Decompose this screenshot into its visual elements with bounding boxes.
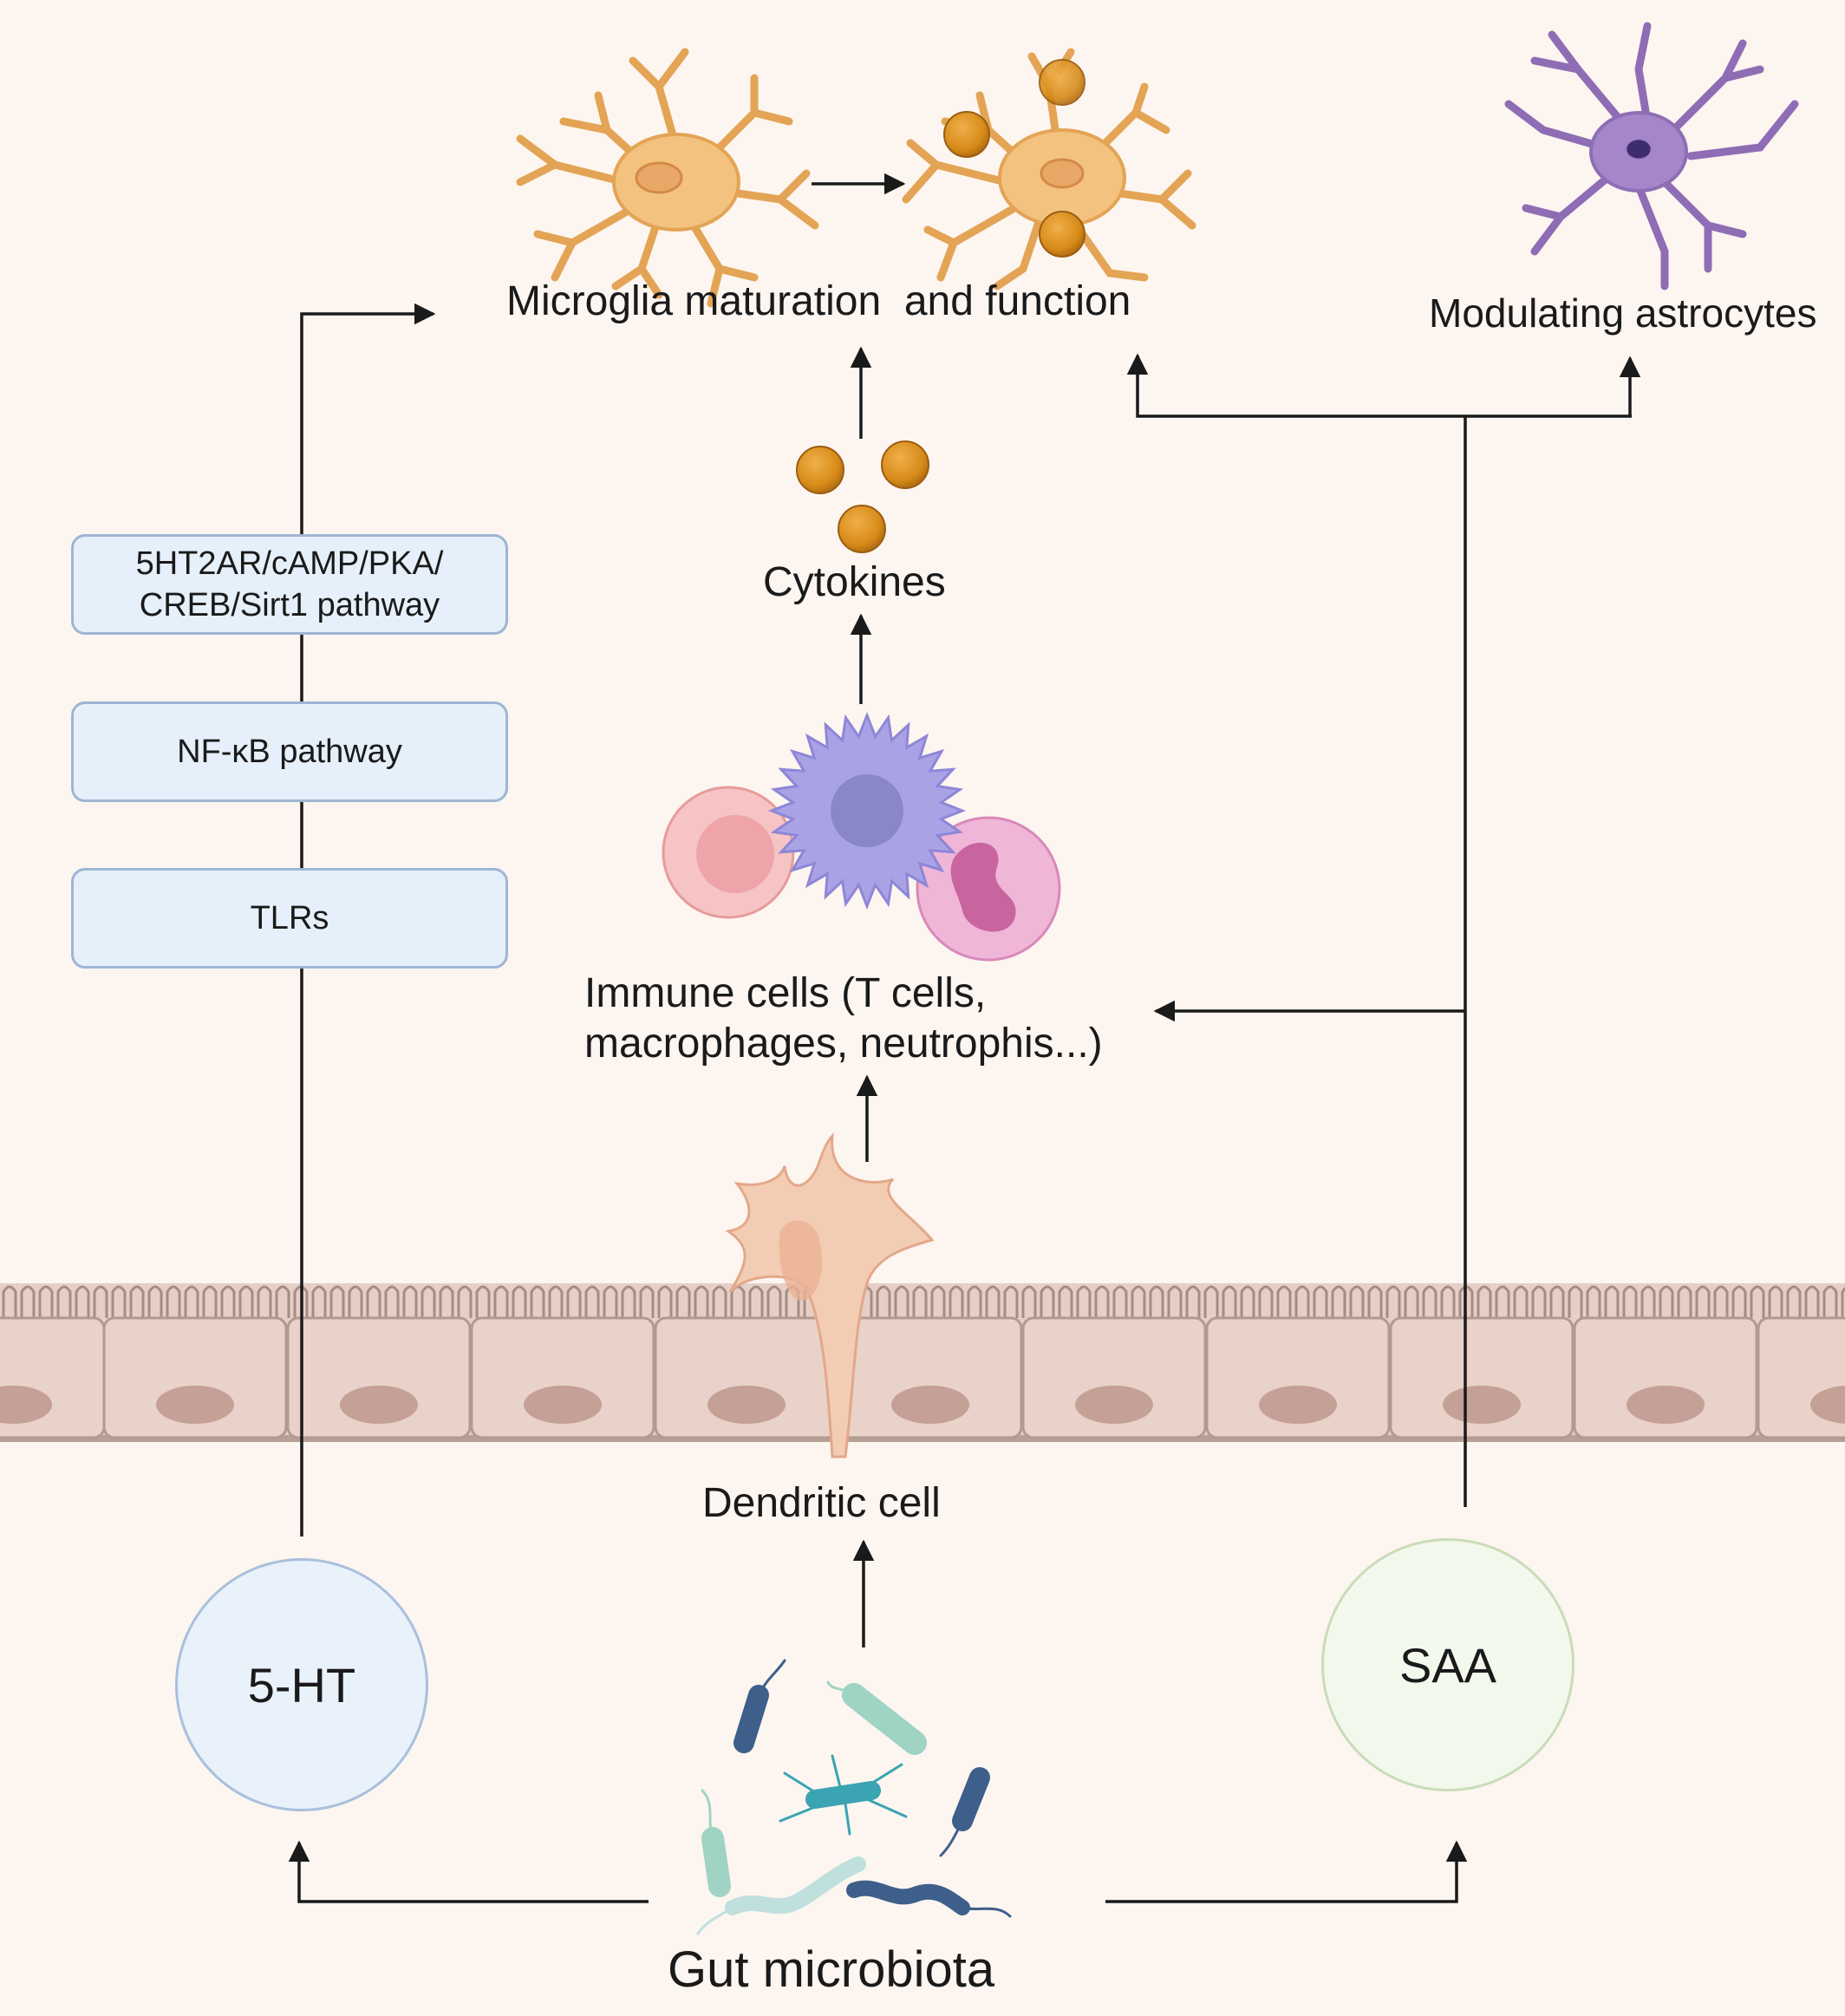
label-astrocytes: Modulating astrocytes [1429,290,1817,336]
arrow-gut-to-5ht [288,1840,649,1903]
astrocyte-illustration [1504,22,1799,290]
pathway-box-5ht2ar-line1: 5HT2AR/cAMP/PKA/ [135,545,444,582]
pathway-box-nfkb: NF-κB pathway [71,701,508,802]
flow-arrows [288,173,1641,1903]
node-5ht: 5-HT [175,1558,428,1811]
pathway-box-5ht2ar-line2: CREB/Sirt1 pathway [139,587,440,623]
pathway-box-nfkb-label: NF-κB pathway [177,734,402,770]
node-5ht-label: 5-HT [247,1657,356,1713]
label-microglia: Microglia maturation and function [506,278,1131,324]
arrow-saa-to-microglia [1126,353,1632,418]
node-saa: SAA [1321,1538,1574,1791]
pathway-box-5ht2ar: 5HT2AR/cAMP/PKA/ CREB/Sirt1 pathway [71,534,508,635]
arrow-5ht-to-microglia [300,303,436,1536]
label-immune-line1: Immune cells (T cells, [584,970,987,1016]
microvilli [2,1285,1845,1318]
cytokine-particles [796,440,929,553]
gut-microbiota-illustration [696,1659,1012,1935]
intestinal-epithelium [0,1283,1845,1442]
pathway-box-tlrs-label: TLRs [250,900,329,936]
epithelial-cells [0,1316,1845,1439]
label-gut-microbiota: Gut microbiota [668,1941,995,1998]
pathway-box-tlrs: TLRs [71,868,508,969]
microglia-resting-illustration [516,48,819,308]
dendritic-cell-illustration [725,1132,935,1458]
immune-cells-illustration [662,711,1061,962]
label-cytokines: Cytokines [763,559,946,605]
microglia-activated-illustration [902,48,1196,290]
label-dendritic: Dendritic cell [702,1480,941,1526]
arrow-gut-to-saa [1105,1840,1468,1903]
label-immune-line2: macrophages, neutrophis...) [584,1021,1103,1067]
node-saa-label: SAA [1398,1637,1497,1693]
